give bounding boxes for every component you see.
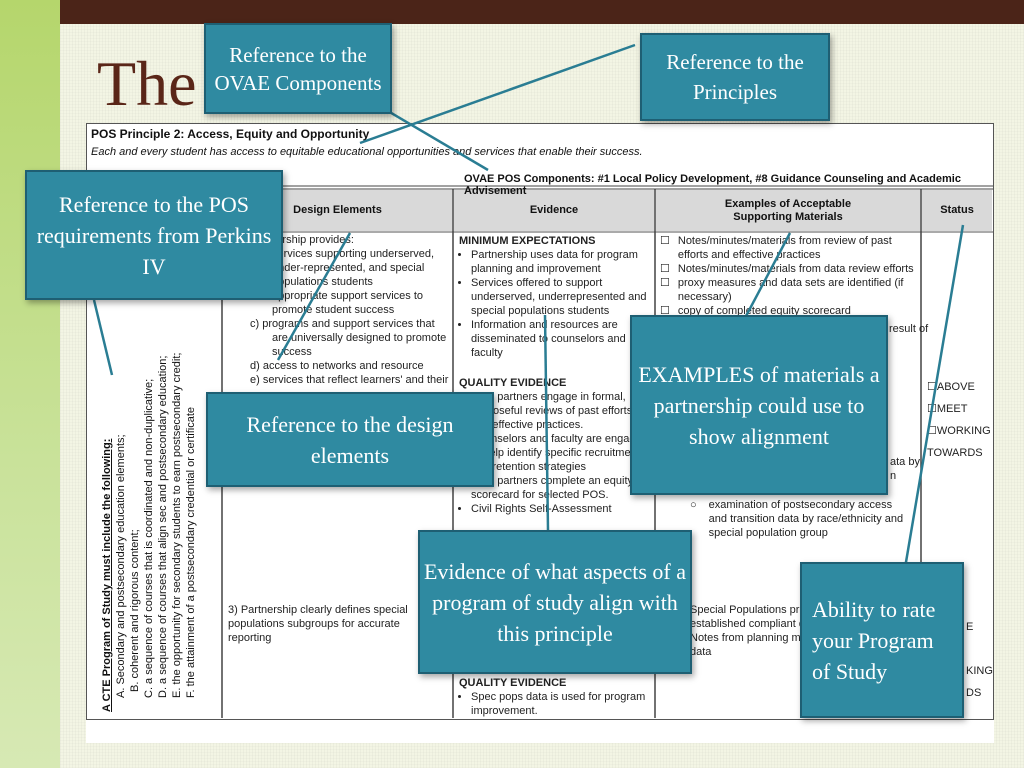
status-options: ☐ABOVE ☐MEET ☐WORKING TOWARDS	[927, 376, 991, 464]
slide-title-start: The	[97, 48, 197, 119]
evidence-item: Civil Rights Self-Assessment	[471, 502, 651, 516]
principle-title: POS Principle 2: Access, Equity and Oppo…	[91, 127, 370, 141]
circle-bullet-icon: ○	[690, 499, 697, 511]
evidence-lower: QUALITY EVIDENCE Spec pops data is used …	[459, 676, 651, 718]
example-item: ☐Notes/minutes/materials from data revie…	[660, 263, 914, 275]
ovae-components-line: OVAE POS Components: #1 Local Policy Dev…	[464, 173, 961, 197]
evidence-item: Counselors and faculty are engaged to he…	[471, 432, 651, 474]
example-item: ☐proxy measures and data sets are identi…	[660, 277, 904, 303]
evidence-item: Information and resources are disseminat…	[471, 318, 651, 360]
design-line: promote student success	[272, 304, 395, 316]
quality-evidence-heading: QUALITY EVIDENCE	[459, 377, 567, 389]
header-evidence: Evidence	[529, 204, 579, 216]
callout-examples: EXAMPLES of materials a partnership coul…	[630, 315, 888, 495]
evidence-item: POS partners engage in formal, purposefu…	[471, 390, 651, 432]
top-accent-bar	[60, 0, 1024, 24]
examples-lower-line: Notes from planning meet	[690, 632, 800, 644]
examples-lower-line: established compliant defi	[690, 618, 800, 630]
quality-evidence-heading-2: QUALITY EVIDENCE	[459, 677, 567, 689]
design-line: are universally designed to promote	[272, 332, 447, 344]
checkbox-icon: ☐	[660, 235, 670, 247]
evidence-item: POS partners complete an equity scorecar…	[471, 474, 651, 502]
header-examples: Examples of Acceptable Supporting Materi…	[724, 197, 852, 223]
evidence-item: Services offered to support underserved,…	[471, 276, 651, 318]
pos-document-border	[86, 123, 994, 720]
status-fragment: KING	[966, 665, 993, 677]
checkbox-icon: ☐	[660, 305, 670, 317]
examples-lower-line: Special Populations progr	[690, 604, 800, 616]
callout-status: Ability to rate your Program of Study	[800, 562, 964, 718]
design-line: e) services that reflect learners' and t…	[250, 374, 449, 386]
status-option-towards: TOWARDS	[927, 447, 983, 459]
evidence-column: MINIMUM EXPECTATIONS Partnership uses da…	[459, 234, 651, 516]
status-fragment: DS	[966, 687, 982, 699]
design-line: services supporting underserved,	[272, 248, 435, 260]
design-line: under-represented, and special	[272, 262, 425, 274]
header-status: Status	[940, 204, 974, 216]
callout-perkins-requirements: Reference to the POS requirements from P…	[25, 170, 283, 300]
example-item: ☐copy of completed equity scorecard	[660, 305, 851, 317]
callout-evidence: Evidence of what aspects of a program of…	[418, 530, 692, 674]
checkbox-icon: ☐	[660, 277, 670, 289]
examples-fragment-data-by: ata by	[890, 456, 920, 468]
status-option-above[interactable]: ☐ABOVE	[927, 381, 975, 393]
evidence-item: Spec pops data is used for program impro…	[471, 690, 651, 718]
examples-column: ☐Notes/minutes/materials from review of …	[660, 234, 918, 318]
header-design-elements: Design Elements	[293, 204, 382, 216]
examples-fragment-result: result of	[889, 323, 929, 335]
callout-principles: Reference to the Principles	[640, 33, 830, 121]
status-fragment: E	[966, 621, 974, 633]
min-expectations-heading: MINIMUM EXPECTATIONS	[459, 235, 596, 247]
examples-fragment-n: n	[890, 470, 897, 482]
examples-sub-item: ○ examination of postsecondary access an…	[690, 499, 904, 539]
left-accent-bar	[0, 0, 60, 768]
design-line: d) access to networks and resource	[250, 360, 424, 372]
checkbox-icon: ☐	[660, 263, 670, 275]
design-line: appropriate support services to	[272, 290, 424, 302]
callout-ovae-components: Reference to the OVAE Components	[204, 23, 392, 114]
principle-description: Each and every student has access to equ…	[91, 146, 643, 158]
examples-lower-line: data	[690, 646, 712, 658]
status-option-working[interactable]: ☐WORKING	[927, 425, 991, 437]
evidence-item: Partnership uses data for program planni…	[471, 248, 651, 276]
callout-design-elements: Reference to the design elements	[206, 392, 494, 487]
design-item-3: 3) Partnership clearly defines special p…	[228, 604, 408, 644]
examples-lower: Special Populations progr established co…	[690, 603, 800, 659]
